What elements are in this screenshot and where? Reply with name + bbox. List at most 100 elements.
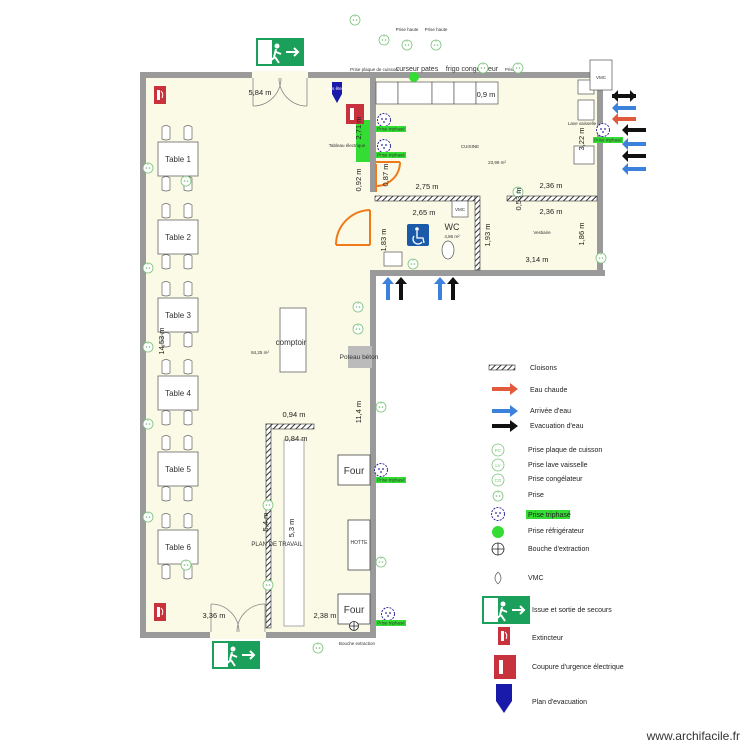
svg-text:Prise triphasé: Prise triphasé [377, 478, 405, 483]
four-label: Four [344, 605, 365, 616]
partitions [265, 195, 598, 629]
main-area-label: 84,25 m² [251, 350, 269, 355]
svg-text:Prise triphasé: Prise triphasé [594, 138, 622, 143]
svg-text:5,4 m: 5,4 m [261, 513, 270, 532]
svg-text:Prise triphasé: Prise triphasé [377, 621, 405, 626]
kitchen-appliances [375, 79, 595, 165]
table-4[interactable] [157, 375, 199, 411]
poteau-label: Poteau béton [340, 354, 379, 361]
prise-haute-label-2: Prise haute [425, 27, 448, 32]
svg-text:Prise plaque de cuisson: Prise plaque de cuisson [528, 447, 602, 454]
svg-text:Issue et sortie de secours: Issue et sortie de secours [532, 607, 612, 614]
four-label: Four [344, 466, 365, 477]
poteau-beton [348, 346, 372, 368]
svg-text:2,36 m: 2,36 m [540, 207, 563, 216]
legend-hot-water-arrow-icon [492, 383, 518, 395]
svg-text:Prise congélateur: Prise congélateur [528, 476, 583, 483]
table-label: Table 5 [165, 465, 191, 474]
wc-vmc [451, 200, 469, 218]
kitchen-name: CUISINE [461, 144, 479, 149]
extinguisher-top-icon [153, 85, 167, 105]
legend-evacuation-arrow-icon [492, 420, 518, 432]
svg-text:Coupure d'urgence électrique: Coupure d'urgence électrique [532, 664, 624, 671]
svg-text:VMC: VMC [528, 575, 544, 582]
svg-text:Prise: Prise [528, 492, 544, 499]
svg-text:Extincteur: Extincteur [532, 635, 564, 642]
triphase-labels: Prise triphasé Prise triphasé Prise trip… [376, 126, 623, 626]
legend-cold-water-arrow-icon [492, 405, 518, 417]
svg-text:Prise triphasé: Prise triphasé [377, 153, 405, 158]
wc-area: 4,86 m² [444, 234, 460, 239]
plan-de-travail[interactable] [283, 439, 305, 627]
table-1[interactable] [157, 141, 199, 177]
plan-de-travail-label: PLAN DE TRAVAIL [251, 542, 303, 548]
svg-text:2,75 m: 2,75 m [416, 182, 439, 191]
prise-cuisson-label: Prise plaque de cuisson [350, 67, 398, 72]
svg-text:2,38 m: 2,38 m [314, 611, 337, 620]
vestiaire-label: Vestiaire [533, 230, 551, 235]
table-3[interactable] [157, 297, 199, 333]
svg-text:0,84 m: 0,84 m [285, 434, 308, 443]
svg-text:3,22 m: 3,22 m [577, 128, 586, 151]
svg-text:Prise triphasé: Prise triphasé [528, 512, 571, 519]
table-5[interactable] [157, 451, 199, 487]
curseur-label: curseur pates [396, 66, 439, 73]
bottom-double-door[interactable] [210, 603, 266, 633]
svg-text:0,87 m: 0,87 m [381, 164, 390, 187]
svg-text:Eau chaude: Eau chaude [530, 387, 567, 394]
exit-sign-top-icon [255, 37, 305, 67]
legend-exit-icon [481, 595, 531, 625]
vmc-box [589, 59, 613, 91]
svg-text:1,93 m: 1,93 m [483, 224, 492, 247]
table-2[interactable] [157, 219, 199, 255]
accessibility-icon [407, 224, 429, 246]
table-label: Table 2 [165, 233, 191, 242]
comptoir-label: comptoir [276, 338, 307, 347]
extinguisher-bottom-icon [153, 602, 167, 622]
four-2[interactable] [337, 593, 371, 625]
top-double-door[interactable] [252, 77, 308, 107]
wc-sink-icon [383, 251, 403, 267]
exit-sign-bottom-icon [211, 640, 261, 670]
main-door-orange[interactable] [335, 209, 371, 246]
prise-haute-label-1: Prise haute [396, 27, 419, 32]
svg-text:2,36 m: 2,36 m [540, 181, 563, 190]
svg-text:Plan d'evacuation: Plan d'evacuation [532, 699, 587, 706]
svg-text:Prise lave vaisselle: Prise lave vaisselle [528, 462, 588, 469]
vmc-label: VMC [596, 75, 607, 80]
table-6[interactable] [157, 529, 199, 565]
legend-extinguisher-icon [497, 626, 511, 646]
wc-name: WC [445, 222, 460, 232]
svg-text:5,84 m: 5,84 m [249, 88, 272, 97]
toilet-icon [441, 240, 455, 260]
svg-text:0,92 m: 0,92 m [354, 169, 363, 192]
svg-text:5,3 m: 5,3 m [287, 519, 296, 538]
svg-text:Cloisons: Cloisons [530, 365, 557, 372]
wc-vmc-label: VMC [455, 207, 466, 212]
prise-label: Prise [505, 67, 516, 72]
tableau-label: Tableau électrique [329, 143, 366, 148]
table-label: Table 4 [165, 389, 191, 398]
svg-text:3,36 m: 3,36 m [203, 611, 226, 620]
svg-text:Bouche d'extraction: Bouche d'extraction [528, 546, 589, 553]
table-label: Table 1 [165, 155, 191, 164]
hotte[interactable] [347, 519, 371, 571]
legend-cutoff-icon [494, 655, 516, 679]
svg-text:1,86 m: 1,86 m [577, 223, 586, 246]
svg-text:0,53 m: 0,53 m [514, 188, 523, 211]
svg-text:2,65 m: 2,65 m [413, 208, 436, 217]
you-are-here-pin-icon [332, 82, 342, 103]
lave-vaisselle-label: Lave vaisselle [568, 121, 597, 126]
legend-vmc-icon [494, 571, 502, 585]
comptoir[interactable] [279, 307, 307, 373]
kitchen-door[interactable] [375, 161, 401, 192]
svg-text:PC: PC [495, 448, 502, 453]
svg-text:CG: CG [495, 478, 502, 483]
svg-text:Arrivée d'eau: Arrivée d'eau [530, 408, 571, 415]
svg-text:Prise triphasé: Prise triphasé [377, 127, 405, 132]
watermark: www.archifacile.fr [646, 729, 740, 743]
svg-text:Prise réfrigérateur: Prise réfrigérateur [528, 528, 585, 535]
four-1[interactable] [337, 454, 371, 486]
fridge-socket [409, 72, 419, 82]
svg-text:3,14 m: 3,14 m [526, 255, 549, 264]
